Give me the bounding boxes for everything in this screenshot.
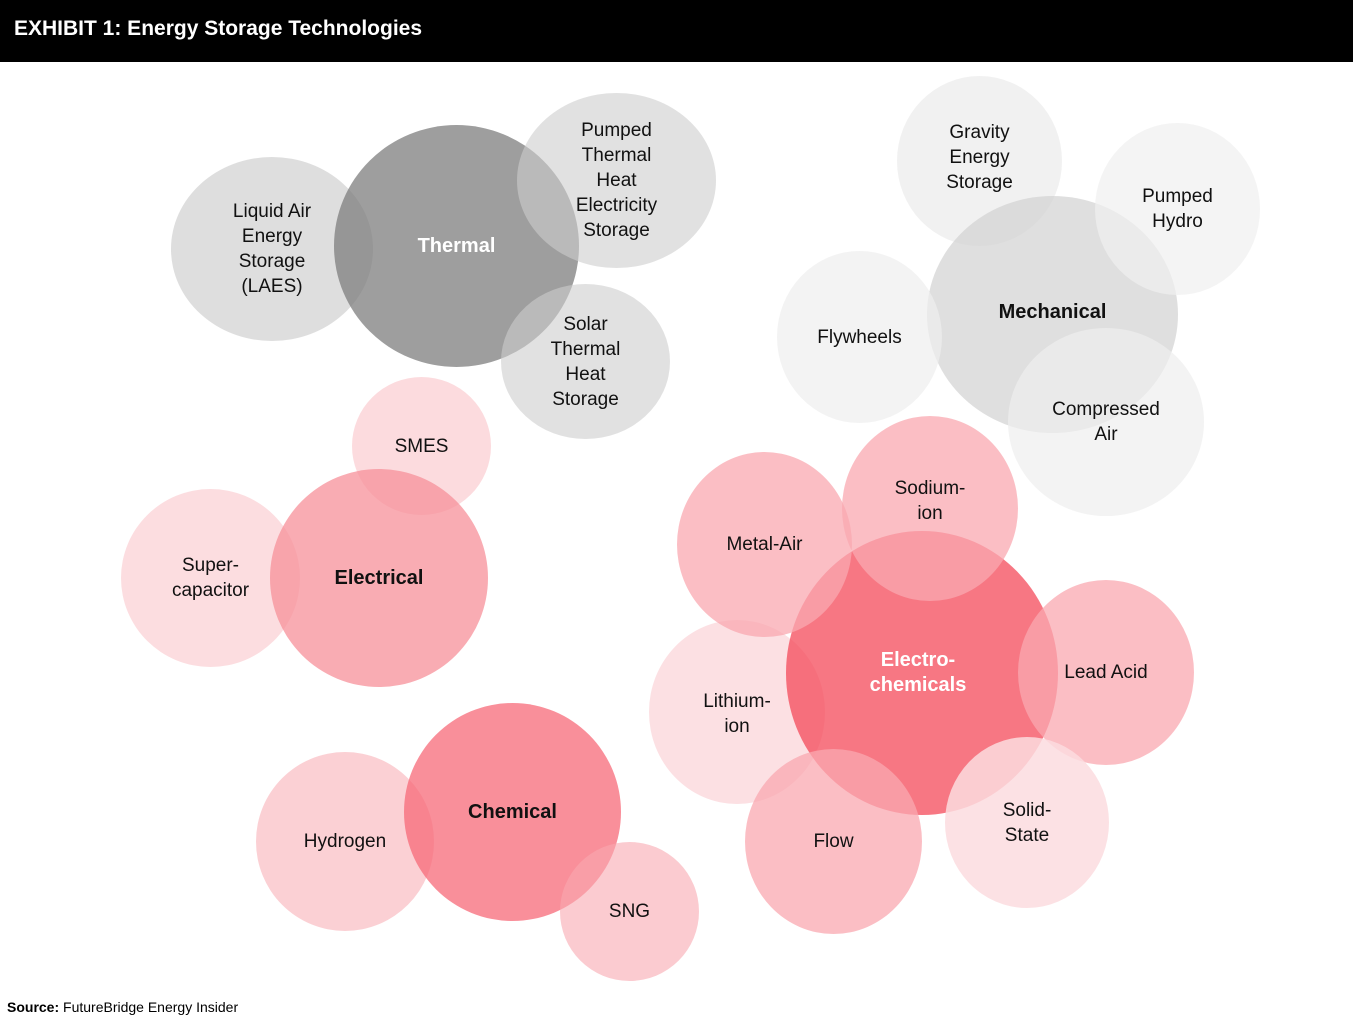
label-lead-acid: Lead Acid — [1064, 662, 1148, 683]
label-laes: Liquid Air Energy Storage (LAES) — [232, 201, 312, 297]
bubble-ptes: Pumped Thermal Heat Electricity Storage — [517, 93, 716, 268]
bubble-compressed-air: Compressed Air — [1008, 328, 1204, 516]
bubble-lead-acid: Lead Acid — [1018, 580, 1194, 765]
label-smes: SMES — [394, 435, 449, 457]
source-text: FutureBridge Energy Insider — [63, 999, 239, 1015]
label-thermal: Thermal — [417, 234, 496, 257]
bubble-solid-state: Solid- State — [945, 737, 1109, 908]
bubble-hydrogen: Hydrogen — [256, 752, 434, 931]
bubble-pumped-hydro: Pumped Hydro — [1095, 123, 1260, 295]
source-note: Source: FutureBridge Energy Insider — [7, 999, 238, 1015]
label-compressed-air: Compressed Air — [1052, 399, 1160, 445]
label-sodium-ion: Sodium- ion — [894, 477, 966, 524]
bubble-flywheels: Flywheels — [777, 251, 942, 423]
label-chemical: Chemical — [468, 800, 557, 823]
label-gravity: Gravity Energy Storage — [946, 121, 1013, 193]
header-bar: EXHIBIT 1: Energy Storage Technologies — [0, 0, 1353, 62]
label-hydrogen: Hydrogen — [303, 831, 387, 852]
bubble-metal-air: Metal-Air — [677, 452, 852, 637]
label-solar-thermal: Solar Thermal Heat Storage — [550, 313, 621, 410]
label-ptes: Pumped Thermal Heat Electricity Storage — [575, 120, 658, 241]
label-solid-state: Solid- State — [1002, 799, 1052, 846]
bubble-electrical: Electrical — [270, 469, 488, 687]
label-mechanical: Mechanical — [998, 301, 1107, 323]
label-electrochemicals: Electro- chemicals — [869, 649, 967, 696]
bubble-flow: Flow — [745, 749, 922, 934]
bubble-sodium-ion: Sodium- ion — [842, 416, 1018, 601]
exhibit-title: EXHIBIT 1: Energy Storage Technologies — [14, 17, 423, 40]
bubble-sng: SNG — [560, 842, 699, 981]
label-pumped-hydro: Pumped Hydro — [1142, 186, 1213, 232]
label-metal-air: Metal-Air — [726, 534, 803, 555]
label-supercapacitor: Super- capacitor — [171, 555, 250, 601]
source-label: Source: — [7, 999, 60, 1015]
label-sng: SNG — [608, 901, 651, 922]
label-flow: Flow — [813, 831, 854, 852]
bubble-solar-thermal: Solar Thermal Heat Storage — [501, 284, 670, 439]
label-flywheels: Flywheels — [817, 326, 902, 348]
label-lithium-ion: Lithium- ion — [703, 691, 771, 737]
label-electrical: Electrical — [334, 566, 424, 589]
